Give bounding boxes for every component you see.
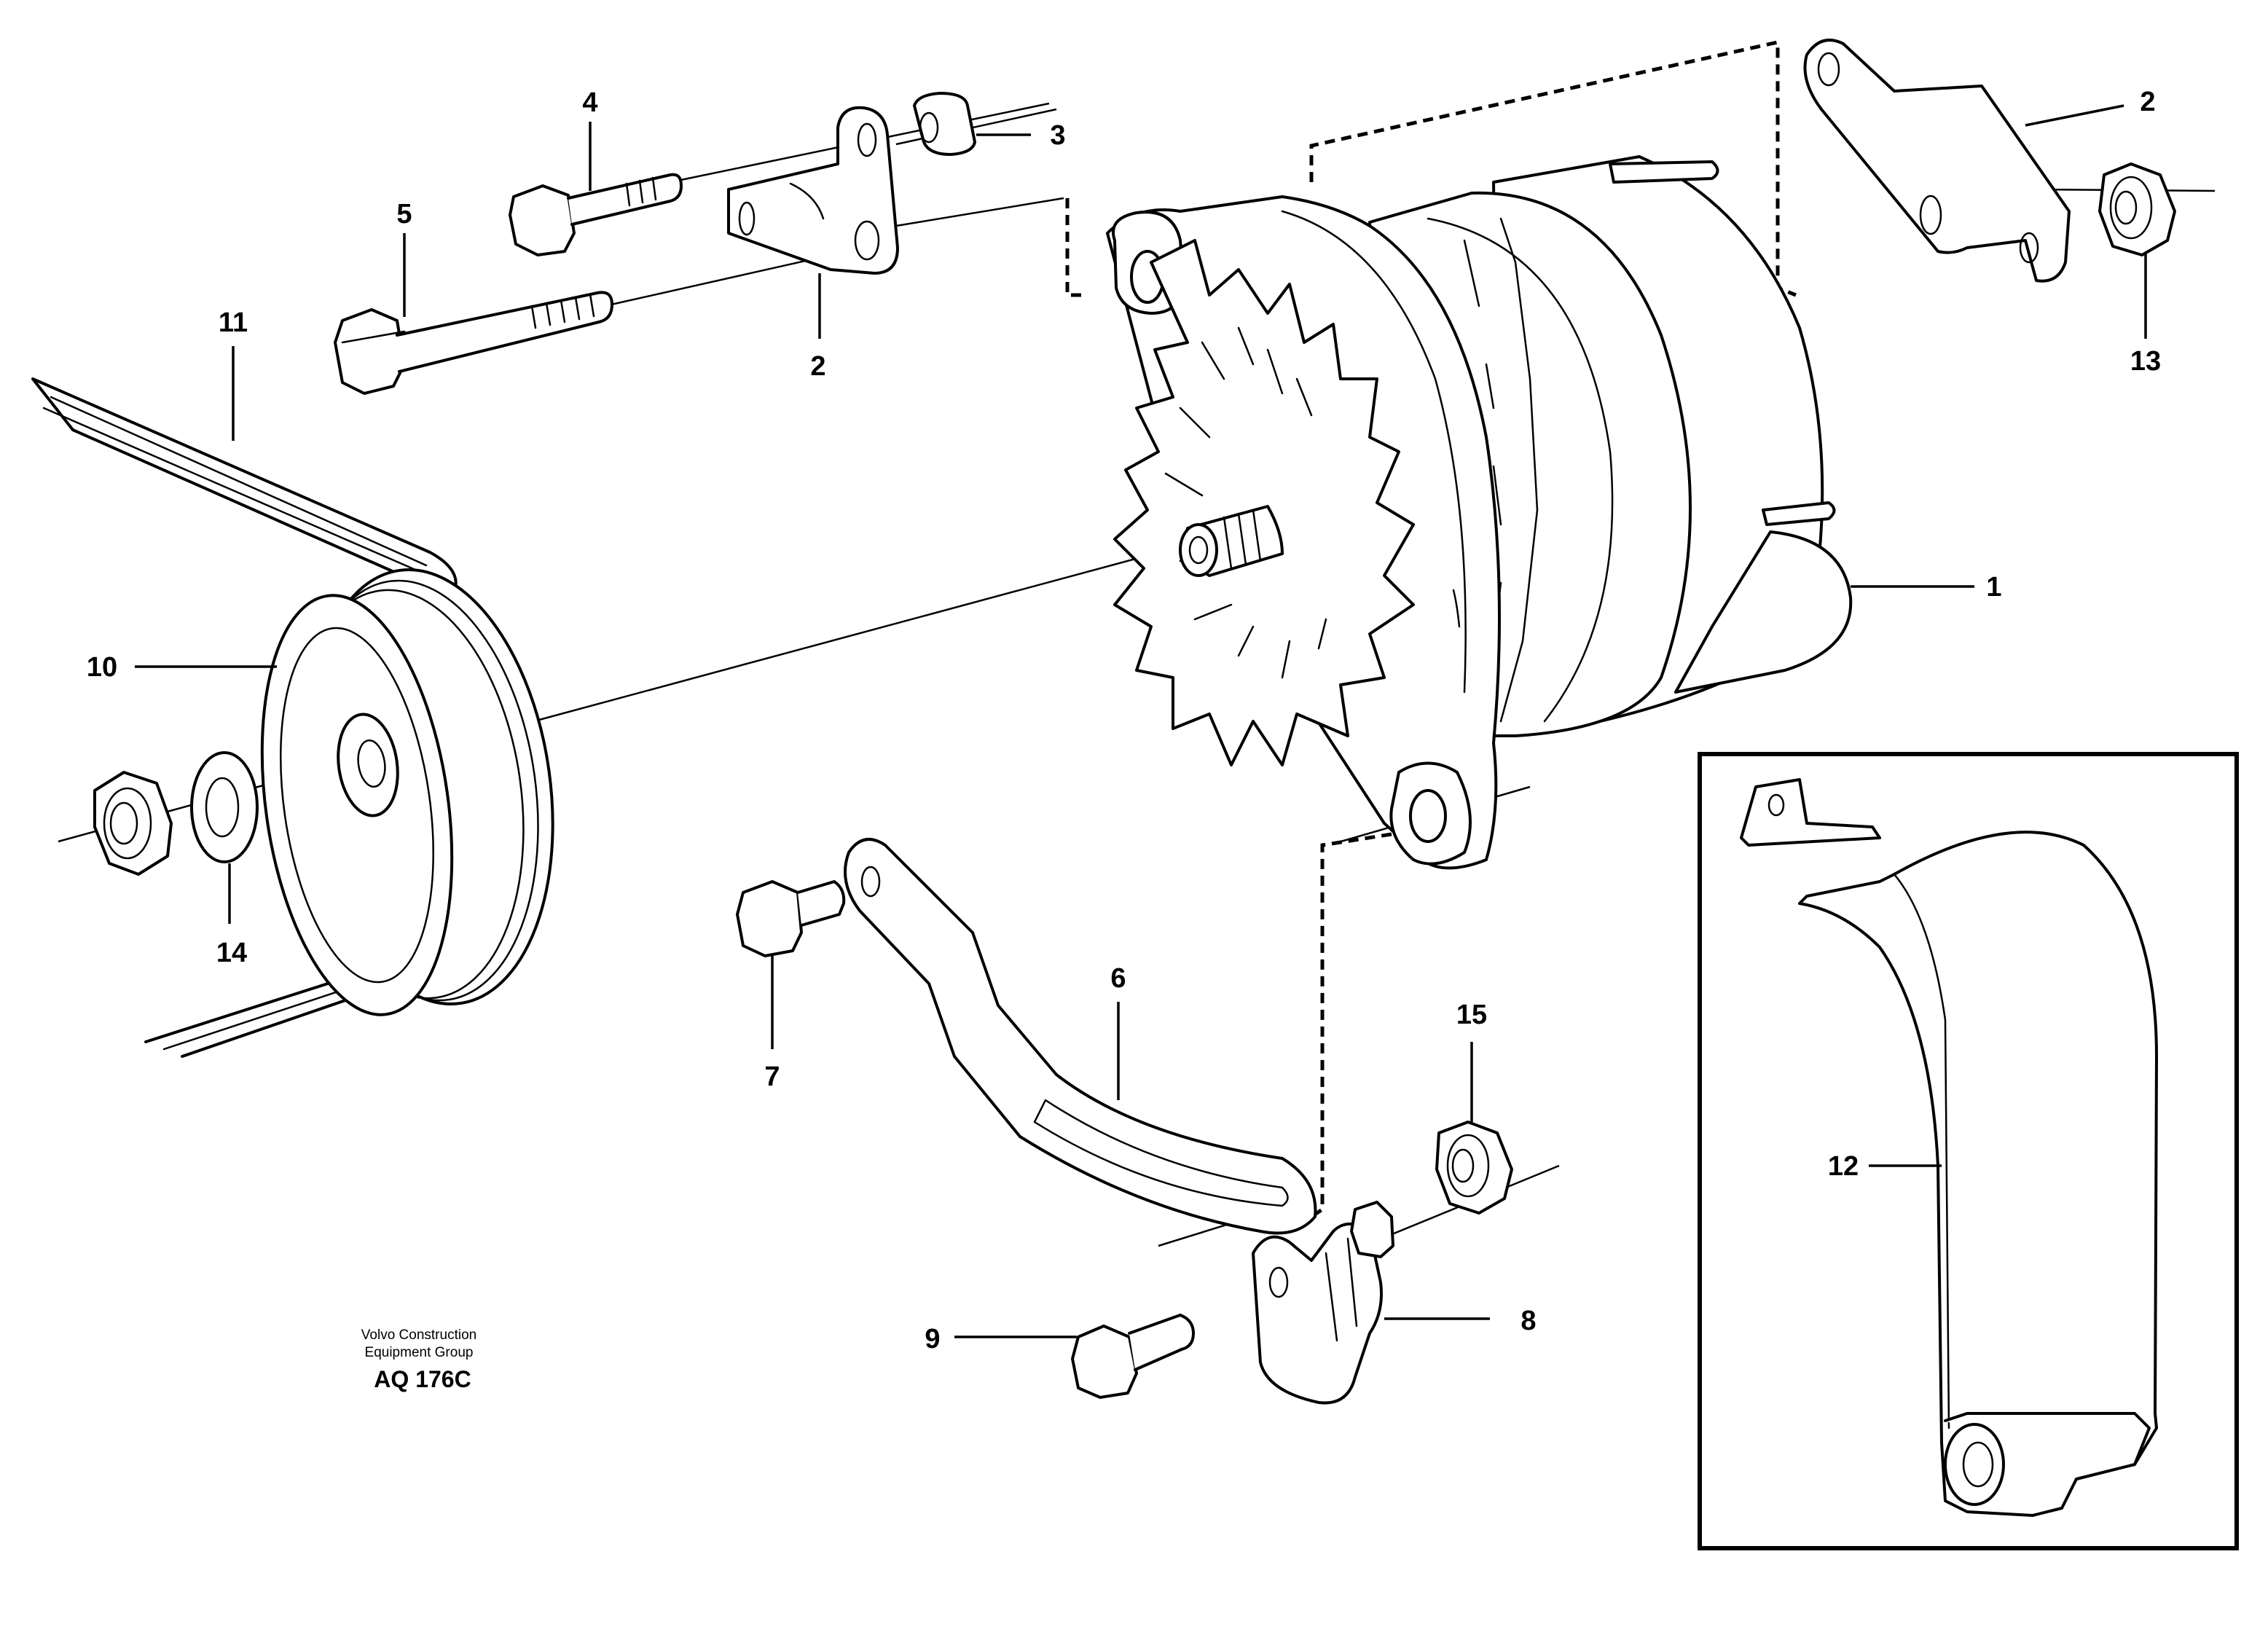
callout-10: 10 [87,652,117,683]
callout-13: 13 [2130,346,2161,377]
bracket-2-left [727,106,899,275]
footer-company-line1: Volvo Construction [361,1327,476,1343]
pulley-nut-and-washer [93,751,259,876]
heat-shield-12 [1740,778,2158,1517]
alternator [1106,155,1853,870]
callout-5: 5 [396,199,412,230]
bolt-9 [1071,1314,1195,1399]
pulley [260,568,554,1016]
callout-8: 8 [1520,1306,1536,1336]
callout-9: 9 [925,1324,940,1354]
callout-2-left: 2 [810,351,825,382]
leader-lines [135,104,2147,1338]
callout-15: 15 [1456,1000,1487,1030]
bracket-8 [1252,1201,1394,1405]
callout-2-right: 2 [2140,87,2155,117]
alignment-dashes [1065,39,1797,1219]
bolt-5 [334,291,613,395]
footer-block: Volvo Construction Equipment Group AQ 17… [361,1327,476,1392]
callout-12: 12 [1828,1151,1859,1182]
callouts: 1 2 2 3 4 5 6 7 8 9 10 11 12 13 14 15 [87,87,2161,1354]
callout-3: 3 [1050,120,1065,151]
callout-7: 7 [764,1062,780,1092]
nut-13 [2098,162,2176,256]
callout-4: 4 [582,87,597,118]
nut-15 [1435,1121,1513,1215]
bolt-4 [509,173,683,256]
spacer-3 [913,92,976,156]
callout-6: 6 [1110,963,1126,994]
footer-company-line2: Equipment Group [365,1345,474,1360]
bolt-7 [736,880,846,957]
callout-11: 11 [219,307,248,338]
drawing-code: AQ 176C [374,1366,471,1392]
tensioner-bar-6 [844,838,1317,1235]
callout-14: 14 [216,938,247,968]
callout-1: 1 [1986,572,2001,603]
bracket-2-right [1803,39,2071,283]
